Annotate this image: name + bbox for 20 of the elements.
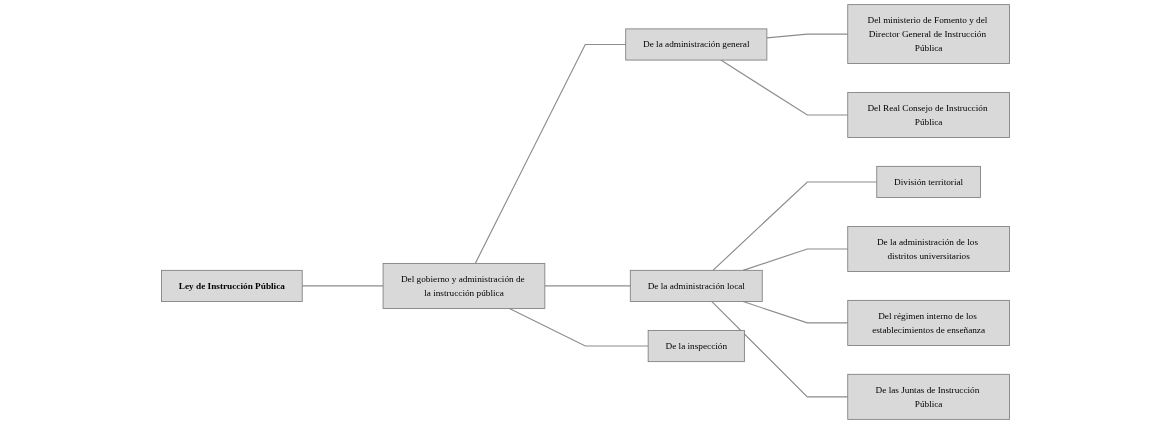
node-box: Del Real Consejo de Instrucción Pública <box>847 92 1010 138</box>
node-box: Del régimen interno de los establecimientos de enseñanza <box>847 299 1010 346</box>
connector <box>712 181 878 271</box>
node-box: Ley de Instrucción Pública <box>161 269 303 302</box>
node-box: División territorial <box>876 165 981 198</box>
node-box: De las Juntas de Instrucción Pública <box>847 373 1010 420</box>
connector <box>544 285 631 287</box>
node-box: De la administración de los distritos universitarios <box>847 226 1010 272</box>
connector <box>766 33 849 39</box>
connector <box>742 248 849 271</box>
connector <box>508 307 649 347</box>
node-box: De la administración general <box>625 28 768 61</box>
connector <box>301 285 384 287</box>
connector <box>711 300 849 398</box>
node-box: Del ministerio de Fomento y del Director General de Instrucción Pública <box>847 4 1010 64</box>
node-box: De la administración local <box>629 269 763 302</box>
connector <box>474 43 627 264</box>
node-box: Del gobierno y administración de la instrucción pública <box>382 262 546 309</box>
node-box: De la inspección <box>647 330 745 363</box>
connector <box>720 59 849 116</box>
